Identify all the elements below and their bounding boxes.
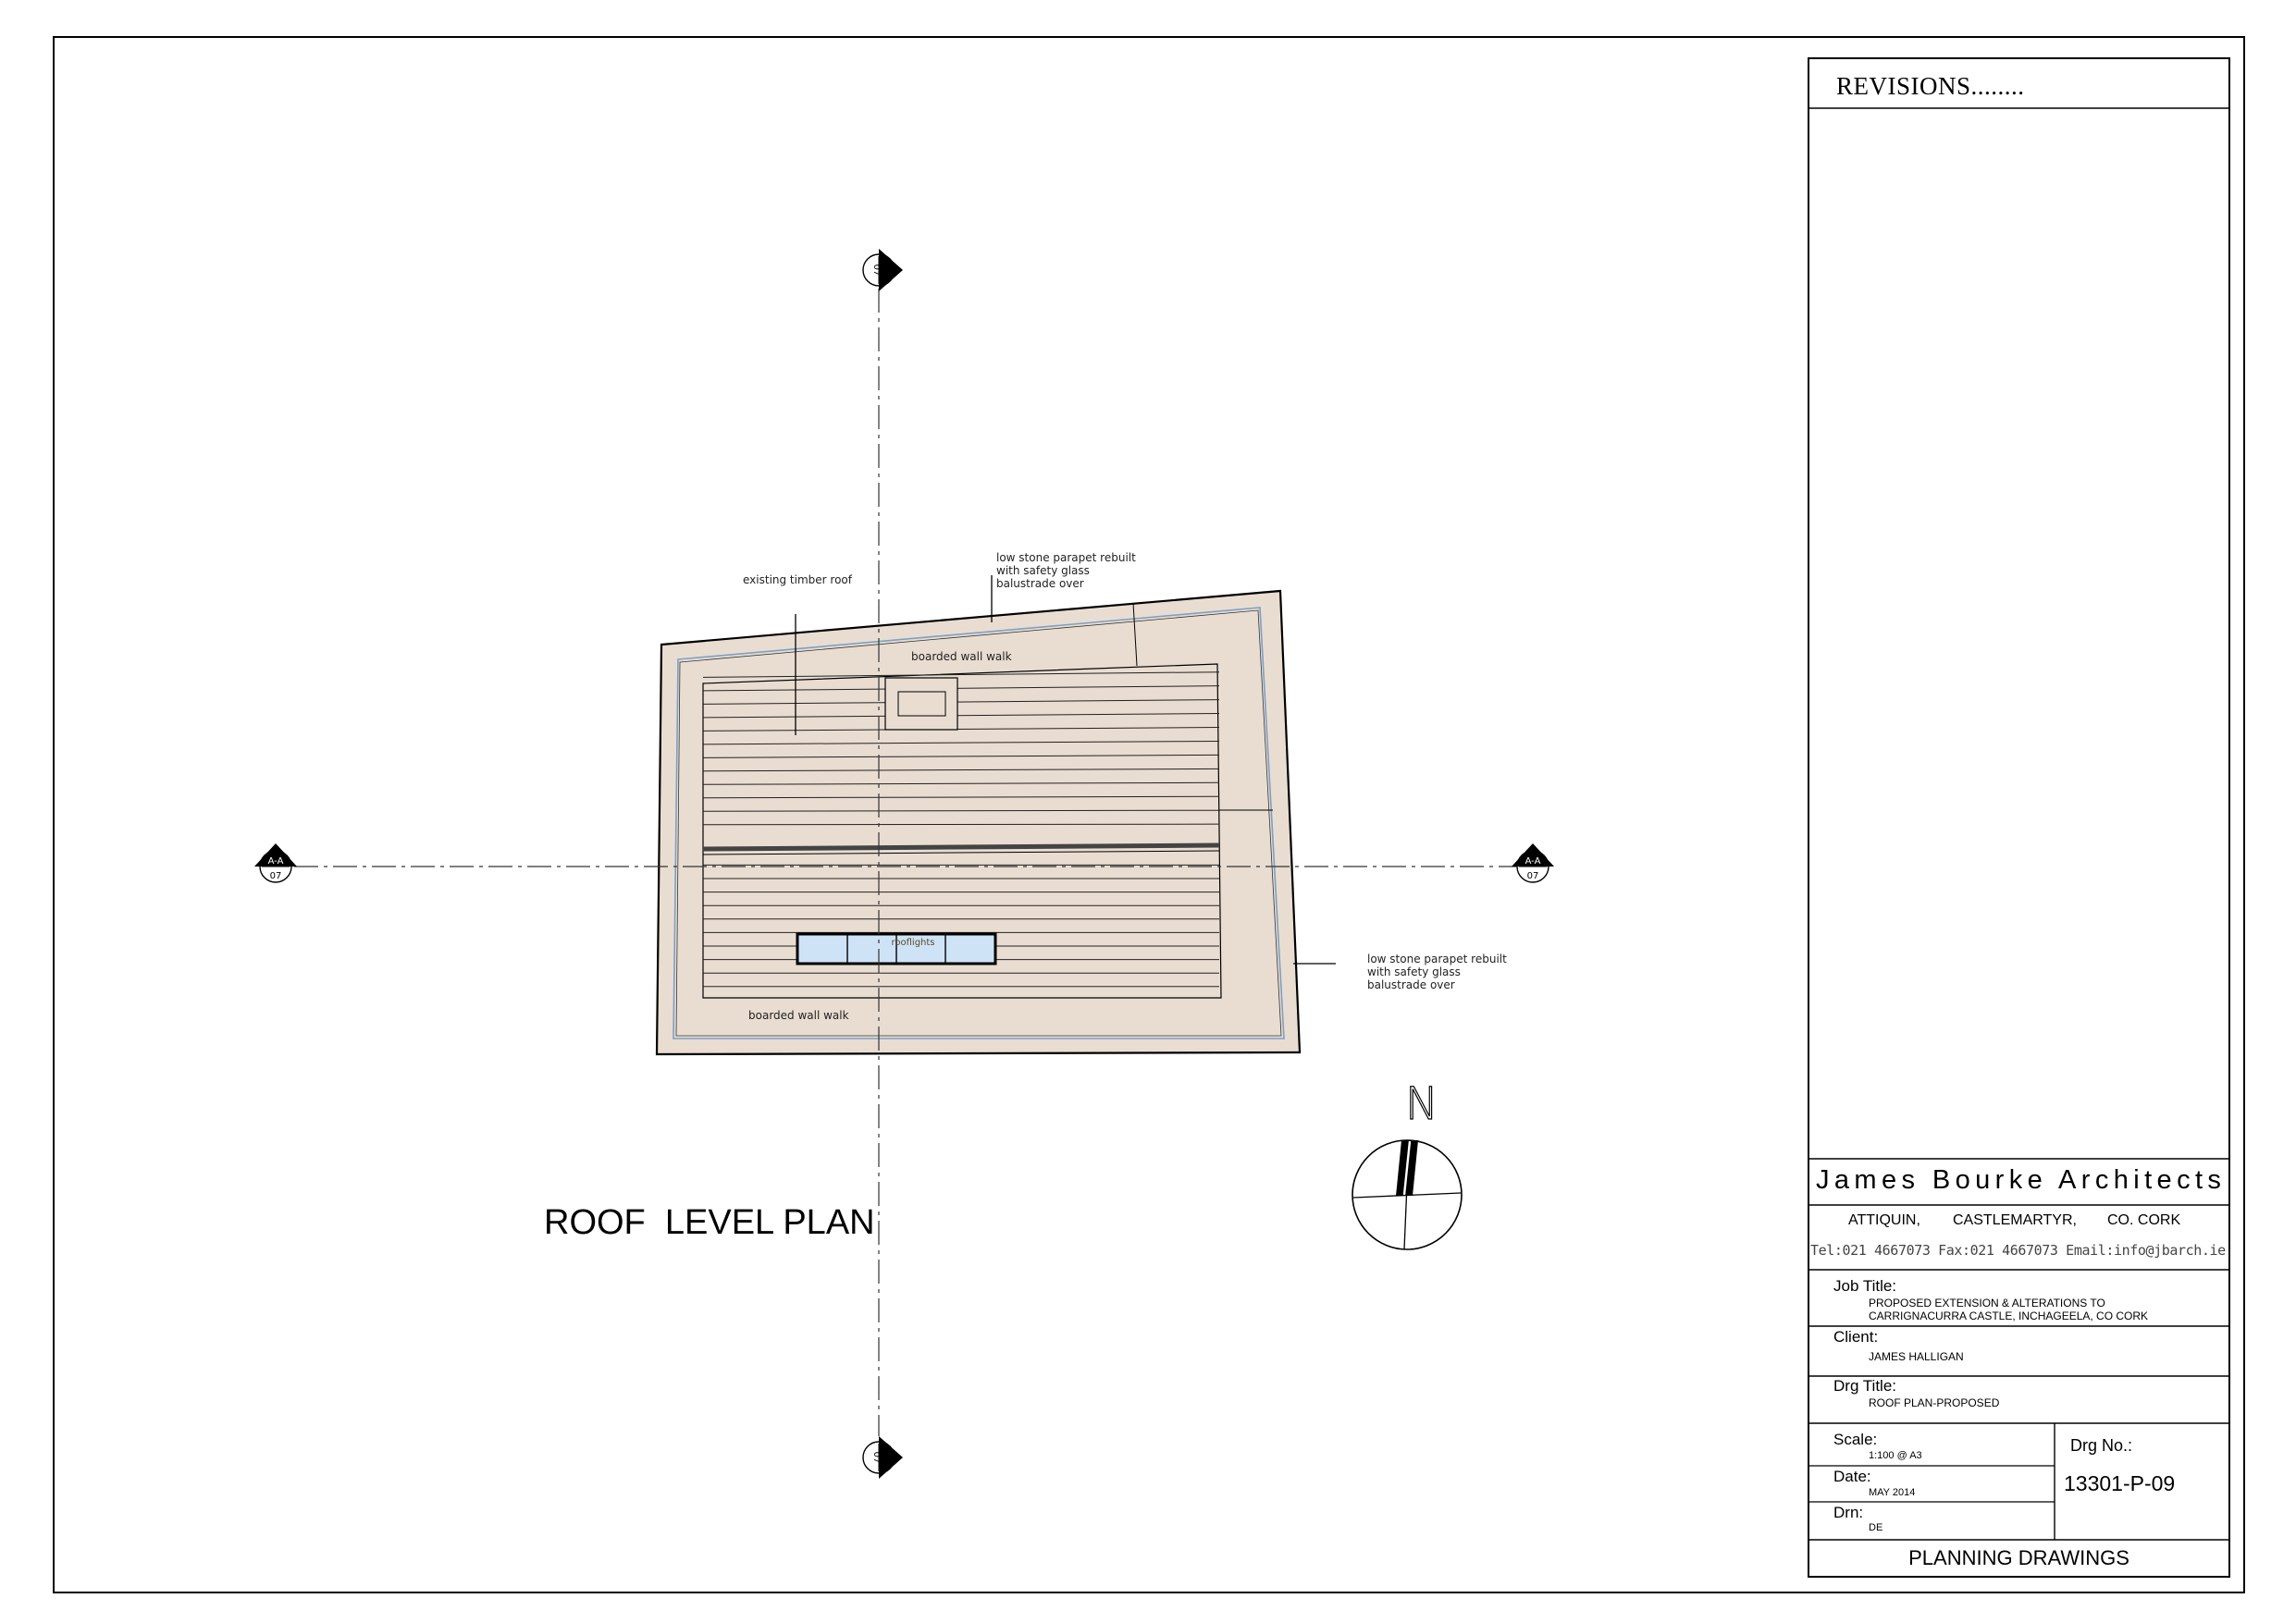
roof-board-line bbox=[702, 809, 1220, 812]
scale-label: Scale: bbox=[1833, 1431, 1878, 1448]
section-marker-right: A-A 07 bbox=[1512, 843, 1554, 883]
annotation-parapet-right-line2: with safety glass bbox=[1367, 965, 1461, 978]
annotation-wall-walk-top: boarded wall walk bbox=[911, 650, 1012, 663]
section-marker-bottom-sheet: 07 bbox=[871, 1452, 882, 1464]
drg-title-label: Drg Title: bbox=[1833, 1377, 1897, 1395]
parapet-inner-line bbox=[673, 607, 1285, 1039]
drn-label: Drn: bbox=[1833, 1504, 1864, 1521]
section-marker-right-arrow bbox=[1512, 843, 1554, 867]
north-label: N bbox=[1405, 1078, 1438, 1130]
timber-roof-outline bbox=[702, 663, 1222, 999]
annotation-existing-roof: existing timber roof bbox=[743, 573, 853, 586]
timber-roof bbox=[702, 663, 1222, 999]
parapet-inner-line-dark bbox=[675, 609, 1282, 1037]
address-line-1: ATTIQUIN, bbox=[1848, 1212, 1920, 1228]
scale-value: 1:100 @ A3 bbox=[1869, 1450, 1922, 1461]
job-title-line-1: PROPOSED EXTENSION & ALTERATIONS TO bbox=[1869, 1297, 2105, 1309]
drg-no-label: Drg No.: bbox=[2070, 1436, 2133, 1455]
section-marker-top-label: B-B bbox=[881, 263, 891, 278]
section-marker-bottom: B-B 07 bbox=[862, 1436, 903, 1479]
job-title-label: Job Title: bbox=[1833, 1277, 1897, 1295]
roof-ridge bbox=[702, 842, 1220, 852]
annotation-parapet-right-line1: low stone parapet rebuilt bbox=[1367, 953, 1507, 965]
address-line-3: CO. CORK bbox=[2107, 1212, 2181, 1228]
section-marker-top: B-B 07 bbox=[862, 249, 903, 291]
roof-boards bbox=[702, 671, 1220, 988]
status-label: PLANNING DRAWINGS bbox=[1908, 1546, 2129, 1569]
contact-details: Tel:021 4667073 Fax:021 4667073 Email:in… bbox=[1810, 1242, 2226, 1259]
roof-plan: rooflights bbox=[655, 589, 1302, 1056]
annotation-parapet-top-line3: balustrade over bbox=[996, 577, 1084, 590]
client-label: Client: bbox=[1833, 1328, 1879, 1346]
north-arrow-needle-core bbox=[1402, 1140, 1412, 1196]
walk-division-upper bbox=[1132, 602, 1138, 667]
roof-hatch-inner bbox=[897, 691, 946, 717]
section-marker-left-arrow bbox=[254, 843, 297, 867]
annotations: existing timber roof low stone parapet r… bbox=[743, 551, 1507, 1022]
section-marker-left-sheet: 07 bbox=[270, 871, 282, 881]
address-line-2: CASTLEMARTYR, bbox=[1953, 1212, 2077, 1228]
job-title-line-2: CARRIGNACURRA CASTLE, INCHAGEELA, CO COR… bbox=[1869, 1309, 2149, 1322]
roof-board-line bbox=[702, 823, 1220, 826]
section-marker-bottom-label: B-B bbox=[881, 1450, 891, 1466]
annotation-parapet-right-line3: balustrade over bbox=[1367, 978, 1455, 991]
roof-board-line bbox=[702, 768, 1220, 772]
drg-no-value: 13301-P-09 bbox=[2064, 1471, 2176, 1495]
roof-board-line bbox=[702, 795, 1220, 799]
title-block-frame bbox=[1808, 57, 2230, 1578]
annotation-parapet-top-line1: low stone parapet rebuilt bbox=[996, 551, 1136, 564]
section-marker-left: A-A 07 bbox=[254, 843, 297, 883]
section-marker-right-label: A-A bbox=[1525, 856, 1541, 867]
drg-title-value: ROOF PLAN-PROPOSED bbox=[1869, 1396, 2000, 1409]
roof-board-line bbox=[702, 754, 1220, 758]
section-marker-top-arrow bbox=[879, 249, 903, 291]
client-name: JAMES HALLIGAN bbox=[1869, 1350, 1964, 1363]
roof-board-line bbox=[702, 727, 1220, 732]
drn-value: DE bbox=[1869, 1522, 1883, 1533]
roof-board-line bbox=[702, 713, 1220, 719]
north-arrow: N bbox=[1352, 1077, 1463, 1250]
roof-ridge-edge bbox=[702, 850, 1220, 855]
revisions-label: REVISIONS........ bbox=[1836, 72, 2025, 100]
rooflights: rooflights bbox=[796, 932, 997, 965]
roof-hatch bbox=[884, 677, 958, 731]
section-marker-left-label: A-A bbox=[268, 856, 284, 867]
firm-name: James Bourke Architects bbox=[1816, 1165, 2227, 1195]
roof-board-line bbox=[702, 740, 1220, 745]
section-marker-top-sheet: 07 bbox=[871, 264, 882, 277]
rooflights-label: rooflights bbox=[891, 938, 934, 948]
date-value: MAY 2014 bbox=[1869, 1487, 1916, 1498]
section-lines bbox=[294, 289, 1524, 1436]
sheet-border bbox=[53, 36, 2245, 1593]
date-label: Date: bbox=[1833, 1468, 1871, 1485]
roof-board-line bbox=[702, 699, 1220, 705]
annotation-parapet-top-line2: with safety glass bbox=[996, 564, 1090, 577]
section-marker-bottom-arrow bbox=[879, 1436, 903, 1479]
annotation-wall-walk-bottom: boarded wall walk bbox=[748, 1009, 849, 1022]
section-marker-right-sheet: 07 bbox=[1527, 871, 1539, 881]
roof-board-line bbox=[702, 671, 1220, 678]
title-block-border bbox=[1808, 57, 2230, 1578]
roof-board-line bbox=[702, 781, 1220, 785]
roof-board-line bbox=[702, 685, 1220, 692]
plan-title: ROOF LEVEL PLAN bbox=[544, 1203, 875, 1242]
